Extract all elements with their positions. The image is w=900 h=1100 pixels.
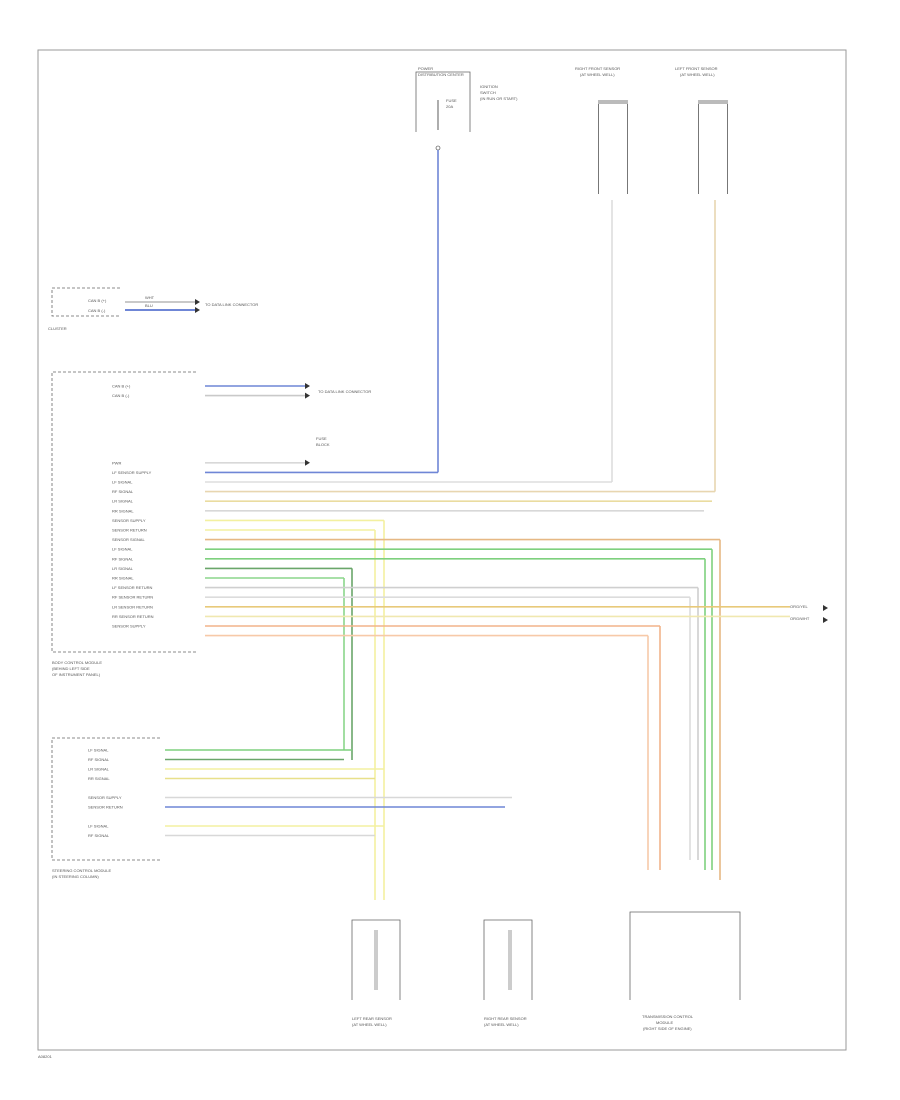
module-pin-label: LR SIGNAL: [112, 499, 134, 504]
module-pin-label: CAN B (-): [112, 393, 130, 398]
module-destination-label: TO DATA LINK CONNECTOR: [318, 389, 371, 394]
power-distribution-label: POWER: [418, 66, 433, 71]
transmission-label: (RIGHT SIDE OF ENGINE): [643, 1026, 692, 1031]
diagram-frame: [37, 49, 847, 1051]
transmission-label: TRANSMISSION CONTROL: [642, 1014, 694, 1019]
right-rear-sensor-label: RIGHT REAR SENSOR: [484, 1016, 527, 1021]
module-pin-label: LF SIGNAL: [112, 480, 133, 485]
right-front-sensor-label: RIGHT FRONT SENSOR: [575, 66, 620, 71]
module-pin-label: RF SIGNAL: [112, 489, 134, 494]
cluster-destination-label: TO DATA LINK CONNECTOR: [205, 302, 258, 307]
module-label: OF INSTRUMENT PANEL): [52, 672, 101, 677]
left-front-sensor-label: (AT WHEEL WELL): [680, 72, 715, 77]
module-label: (BEHIND LEFT SIDE: [52, 666, 90, 671]
left-rear-sensor: LEFT REAR SENSOR (AT WHEEL WELL): [351, 919, 401, 1027]
right-edge-label-2: ORG/WHT: [790, 616, 810, 621]
fuse-label: FUSE: [446, 98, 457, 103]
module-pin-label: LR SIGNAL: [112, 566, 134, 571]
module-pin-label: RR SIGNAL: [112, 576, 134, 581]
module-pin-label: RF SIGNAL: [112, 556, 134, 561]
module-pin-label: RR SENSOR RETURN: [112, 614, 154, 619]
arrow-icon: [305, 459, 310, 466]
left-front-sensor: LEFT FRONT SENSOR (AT WHEEL WELL): [675, 66, 728, 194]
steering-control-module: STEERING CONTROL MODULE (IN STEERING COL…: [51, 737, 512, 879]
footer-code: A08201: [38, 1054, 53, 1059]
module-pin-label: SENSOR RETURN: [112, 528, 147, 533]
module-label: BODY CONTROL MODULE: [52, 660, 102, 665]
right-rear-sensor: RIGHT REAR SENSOR (AT WHEEL WELL): [483, 919, 533, 1027]
body-control-module: BODY CONTROL MODULE (BEHIND LEFT SIDE OF…: [51, 150, 790, 900]
left-rear-sensor-label: (AT WHEEL WELL): [352, 1022, 387, 1027]
module-pin-label: CAN B (+): [112, 384, 131, 389]
steering-pin-label: LR SIGNAL: [88, 767, 110, 772]
fuse-block: POWER DISTRIBUTION CENTER FUSE 20A IGNIT…: [415, 66, 518, 151]
cluster-label: CLUSTER: [48, 326, 67, 331]
steering-pin-label: LF SIGNAL: [88, 748, 109, 753]
wire-label: BLU: [145, 303, 153, 308]
module-pin-label: RF SENSOR RETURN: [112, 595, 153, 600]
module-pin-label: LF SIGNAL: [112, 547, 133, 552]
right-front-sensor: RIGHT FRONT SENSOR (AT WHEEL WELL): [575, 66, 628, 194]
module-pin-label: SENSOR SUPPLY: [112, 518, 146, 523]
right-edge-labels: ORG/YEL ORG/WHT: [790, 604, 828, 623]
transmission-label: MODULE: [656, 1020, 673, 1025]
steering-module-label: (IN STEERING COLUMN): [52, 874, 99, 879]
arrow-icon: [195, 299, 200, 305]
module-pin-label: LF SENSOR SUPPLY: [112, 470, 152, 475]
ignition-dest-label: FUSE: [316, 436, 327, 441]
steering-pin-label: RR SIGNAL: [88, 776, 110, 781]
steering-pin-list: LF SIGNAL RF SIGNAL LR SIGNAL RR SIGNAL SENS…: [88, 748, 512, 838]
right-front-sensor-label: (AT WHEEL WELL): [580, 72, 615, 77]
module-pin-label: PWR: [112, 460, 121, 465]
wire-label: WHT: [145, 295, 155, 300]
cluster-block: CLUSTER CAN B (+) CAN B (-) WHT BLU TO D…: [48, 287, 258, 331]
fuse-label: 20A: [446, 104, 453, 109]
arrow-icon: [823, 617, 828, 623]
arrow-icon: [305, 383, 310, 389]
ignition-label: IGNITION: [480, 84, 498, 89]
power-distribution-label: DISTRIBUTION CENTER: [418, 72, 464, 77]
ignition-label: SWITCH: [480, 90, 496, 95]
module-pin-label: LR SENSOR RETURN: [112, 604, 153, 609]
module-pin-label: LF SENSOR RETURN: [112, 585, 153, 590]
right-rear-sensor-label: (AT WHEEL WELL): [484, 1022, 519, 1027]
arrow-icon: [305, 392, 310, 399]
arrow-icon: [823, 605, 828, 611]
steering-pin-label: RF SIGNAL: [88, 833, 110, 838]
arrow-icon: [195, 307, 200, 313]
ignition-dest-label: BLOCK: [316, 442, 330, 447]
right-edge-label-1: ORG/YEL: [790, 604, 809, 609]
steering-pin-label: RF SIGNAL: [88, 757, 110, 762]
module-pin-list: CAN B (+) CAN B (-) PWR LF SENSOR SUPPLY LF …: [112, 384, 154, 629]
transmission-module: TRANSMISSION CONTROL MODULE (RIGHT SIDE …: [629, 911, 741, 1031]
module-pin-label: RR SIGNAL: [112, 508, 134, 513]
steering-pin-label: LF SIGNAL: [88, 824, 109, 829]
steering-pin-label: SENSOR RETURN: [88, 805, 123, 810]
steering-pin-label: SENSOR SUPPLY: [88, 795, 122, 800]
cluster-pin-label-1: CAN B (+): [88, 298, 107, 303]
module-wire-list: [205, 150, 790, 900]
ignition-label: (IN RUN OR START): [480, 96, 518, 101]
left-rear-sensor-label: LEFT REAR SENSOR: [352, 1016, 392, 1021]
module-pin-label: SENSOR SIGNAL: [112, 537, 145, 542]
steering-module-label: STEERING CONTROL MODULE: [52, 868, 112, 873]
left-front-sensor-label: LEFT FRONT SENSOR: [675, 66, 718, 71]
cluster-pin-label-2: CAN B (-): [88, 308, 106, 313]
module-pin-label: SENSOR SUPPLY: [112, 624, 146, 629]
